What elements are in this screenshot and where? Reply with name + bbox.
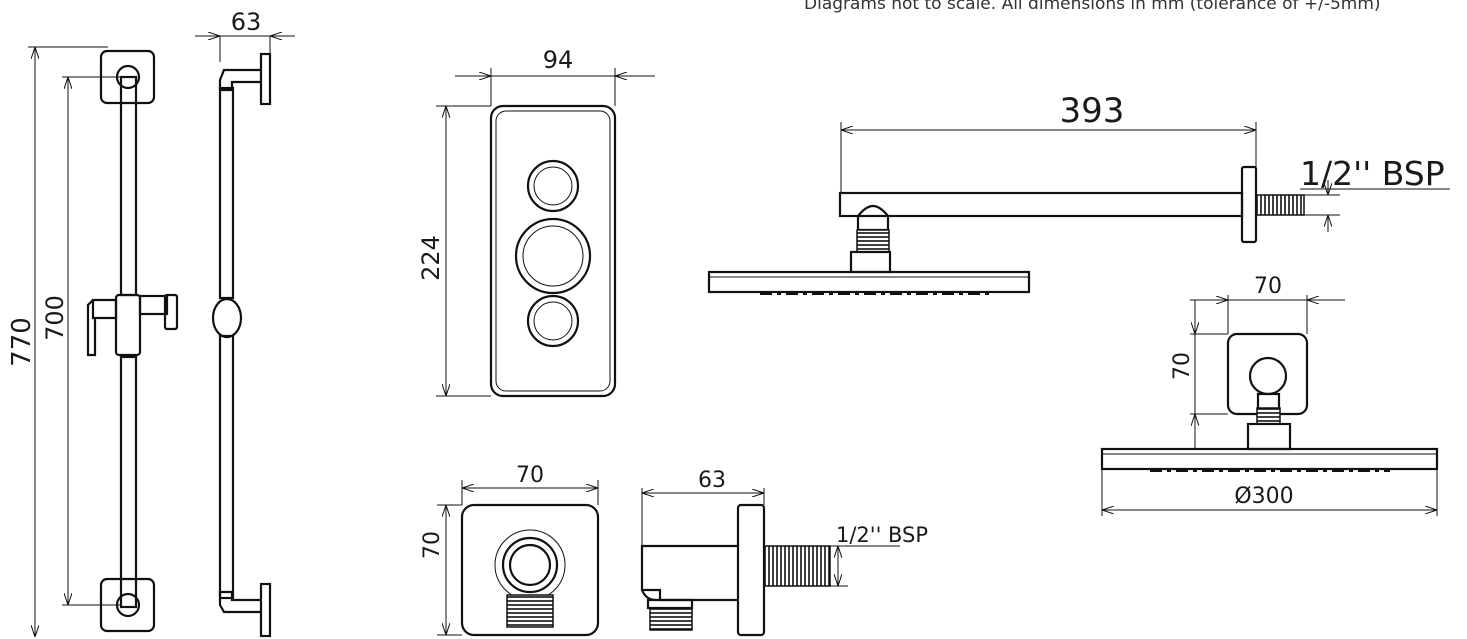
dim-head-height-70: 70 — [1170, 352, 1195, 380]
dim-diameter-300: Ø300 — [1234, 484, 1293, 509]
wall-outlet-height-dimension: 70 — [420, 504, 462, 636]
shower-arm-thread-dimension: 1/2'' BSP — [1300, 154, 1450, 232]
wall-outlet-front-view — [460, 503, 600, 637]
shower-head-front-view — [1100, 332, 1439, 472]
dim-94: 94 — [543, 46, 574, 74]
wall-outlet-depth-dimension: 63 — [641, 468, 765, 546]
dim-rail-63: 63 — [231, 8, 262, 36]
dim-outlet-width-70: 70 — [516, 463, 544, 488]
dim-770: 770 — [7, 317, 37, 367]
rail-front-view — [86, 49, 179, 633]
rail-centres-dimension: 700 — [41, 76, 121, 606]
shower-head-diameter-dimension: Ø300 — [1101, 469, 1438, 516]
shower-arm-side-view — [707, 165, 1305, 295]
wall-outlet-width-dimension: 70 — [461, 463, 599, 505]
control-panel-height-dimension: 224 — [417, 105, 491, 397]
wall-outlet-thread-dimension: 1/2'' BSP — [830, 523, 928, 587]
scale-note: Diagrams not to scale. All dimensions in… — [804, 0, 1381, 14]
thread-label-outlet: 1/2'' BSP — [836, 523, 928, 547]
dim-224: 224 — [417, 235, 445, 281]
rail-side-view — [211, 52, 272, 638]
dim-outlet-depth-63: 63 — [698, 468, 726, 493]
dim-outlet-height-70: 70 — [420, 531, 445, 559]
shower-head-width-dimension: 70 — [1190, 274, 1345, 334]
control-panel-width-dimension: 94 — [455, 46, 655, 106]
dim-700: 700 — [41, 295, 69, 341]
shower-head-height-dimension: 70 — [1170, 300, 1228, 448]
rail-overall-dimension: 770 — [7, 46, 108, 637]
shower-arm-length-dimension: 393 — [840, 91, 1257, 193]
rail-depth-dimension: 63 — [195, 8, 295, 62]
control-panel — [489, 104, 617, 398]
thread-label-arm: 1/2'' BSP — [1300, 154, 1445, 193]
wall-outlet-side-view — [640, 503, 831, 637]
dim-393: 393 — [1060, 91, 1125, 131]
dim-head-width-70: 70 — [1254, 274, 1282, 299]
